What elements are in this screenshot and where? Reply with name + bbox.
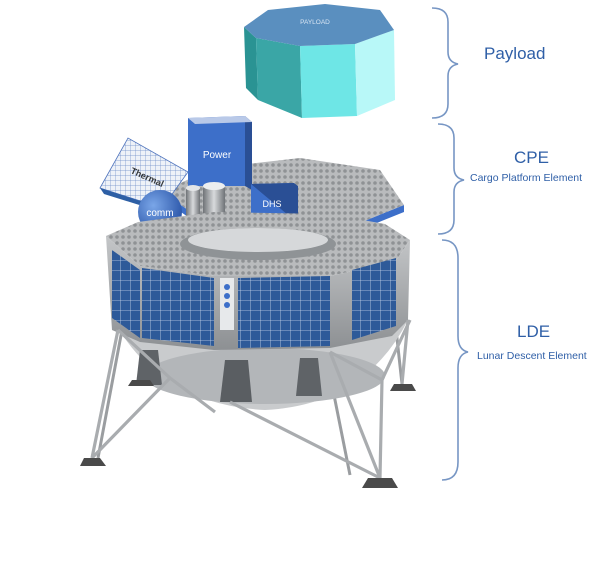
dhs-label: DHS bbox=[262, 199, 281, 209]
legend-lde-title: LDE bbox=[517, 322, 551, 341]
foot-rear-left bbox=[128, 380, 154, 386]
solar-panel-center-left bbox=[142, 268, 214, 346]
brace-icon bbox=[437, 123, 465, 235]
cargo-platform: Power DHS Thermal comm bbox=[99, 116, 404, 239]
solar-panel-center-right bbox=[238, 276, 330, 348]
legend-lde-subtitle: Lunar Descent Element bbox=[477, 350, 587, 362]
foot-rear-right bbox=[390, 384, 416, 391]
solar-panel-left bbox=[112, 250, 140, 338]
legend-cpe-subtitle: Cargo Platform Element bbox=[470, 172, 583, 184]
payload-side-light bbox=[355, 30, 395, 116]
payload-side-dark bbox=[244, 27, 258, 100]
solar-panel-right bbox=[352, 258, 396, 340]
power-label: Power bbox=[203, 150, 232, 161]
legend-cpe-title: CPE bbox=[514, 148, 549, 167]
payload-side-cyan bbox=[300, 44, 357, 118]
payload-top bbox=[244, 4, 394, 46]
payload-module: PAYLOAD bbox=[244, 4, 395, 118]
brace-icon bbox=[441, 239, 469, 481]
foot-left bbox=[80, 458, 106, 466]
payload-box-label: PAYLOAD bbox=[300, 19, 330, 26]
lunar-descent-element bbox=[80, 212, 416, 488]
legend-payload-title: Payload bbox=[484, 44, 546, 63]
payload-side-teal bbox=[256, 38, 302, 118]
comm-label: comm bbox=[146, 208, 173, 219]
foot-right bbox=[362, 478, 398, 488]
brace-icon bbox=[431, 7, 459, 119]
